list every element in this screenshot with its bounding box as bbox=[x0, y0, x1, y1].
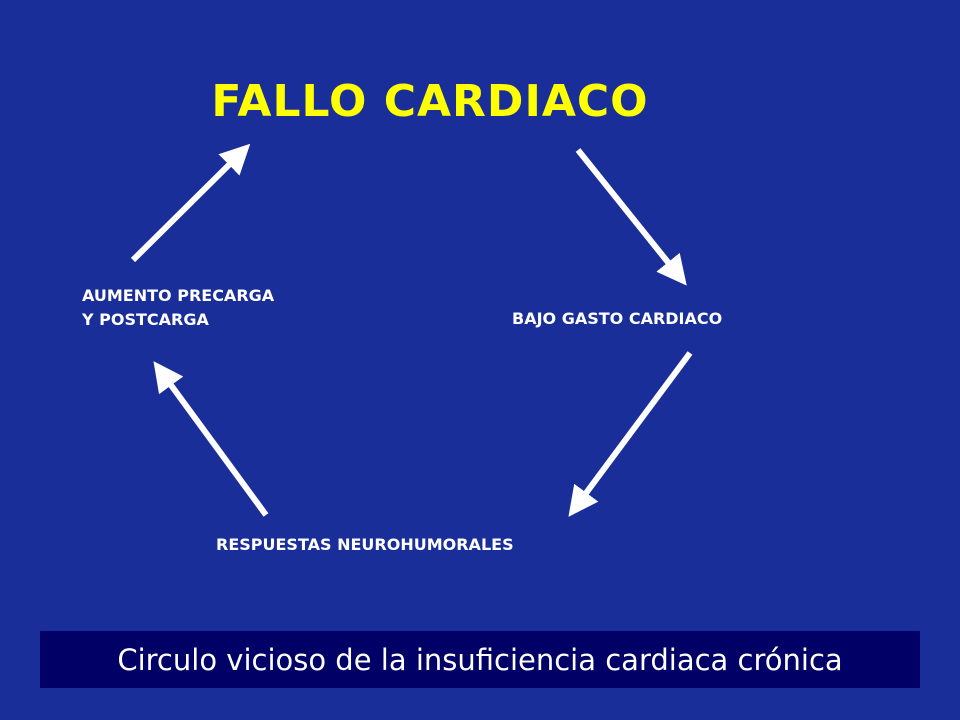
node-aumento-precarga-line2: Y POSTCARGA bbox=[82, 310, 209, 329]
arrow-bajo-gasto-to-respuestas bbox=[568, 351, 693, 517]
diagram-title: FALLO CARDIACO bbox=[211, 76, 649, 127]
arrow-fallo-to-bajo-gasto bbox=[575, 148, 687, 286]
caption-text: Circulo vicioso de la insuficiencia card… bbox=[117, 642, 843, 677]
node-aumento-precarga: AUMENTO PRECARGA Y POSTCARGA bbox=[82, 284, 274, 332]
node-aumento-precarga-line1: AUMENTO PRECARGA bbox=[82, 286, 275, 305]
arrow-aumento-to-fallo bbox=[130, 143, 251, 263]
arrow-respuestas-to-aumento bbox=[153, 361, 269, 517]
node-respuestas-neurohumorales: RESPUESTAS NEUROHUMORALES bbox=[216, 535, 514, 554]
node-bajo-gasto-cardiaco: BAJO GASTO CARDIACO bbox=[512, 309, 723, 328]
caption-box: Circulo vicioso de la insuficiencia card… bbox=[40, 631, 920, 688]
